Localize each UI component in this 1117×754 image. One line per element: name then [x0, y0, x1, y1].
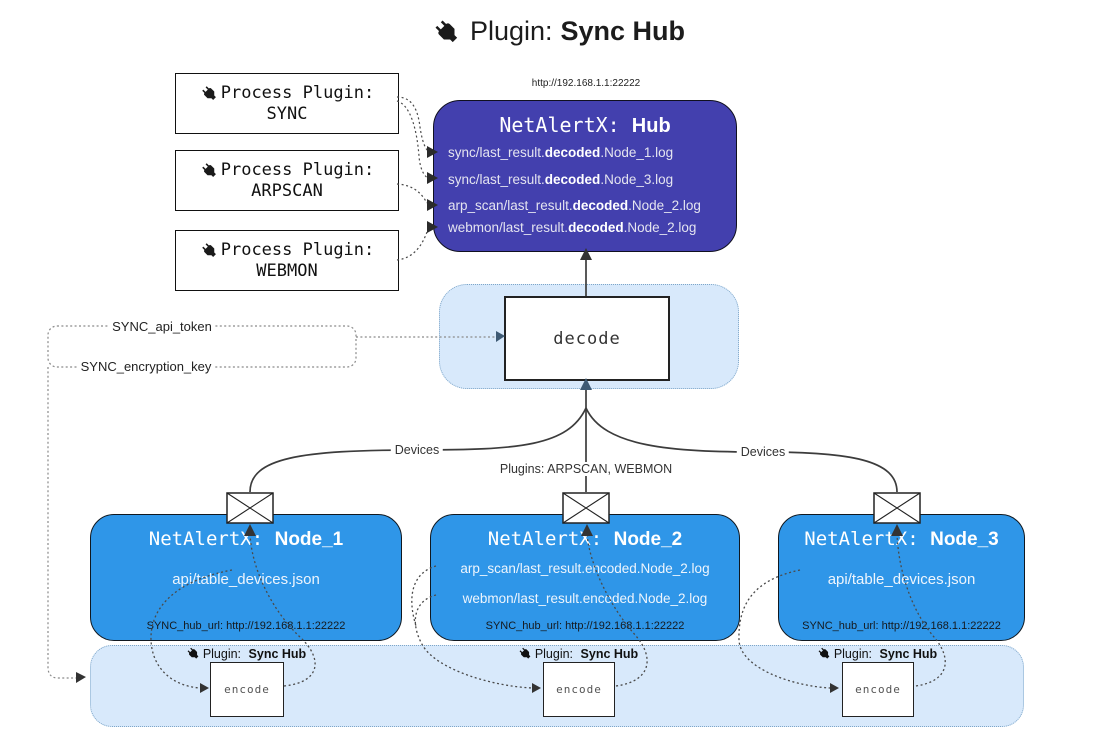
title-name: Sync Hub	[560, 16, 686, 46]
hub-log-line: arp_scan/last_result.decoded.Node_2.log	[448, 198, 701, 213]
hub-title: NetAlertX: Hub	[434, 113, 736, 138]
hub-log-line: sync/last_result.decoded.Node_3.log	[448, 172, 674, 187]
node-title: NetAlertX: Node_2	[487, 528, 683, 550]
encode-box-1: encode	[210, 662, 284, 717]
page-title: Plugin: Sync Hub	[0, 16, 1117, 47]
process-plugin-webmon: Process Plugin: WEBMON	[175, 230, 399, 291]
decode-box: decode	[504, 296, 670, 381]
plug-icon	[818, 647, 830, 659]
arrowhead	[76, 672, 86, 683]
hub-log-line: sync/last_result.decoded.Node_1.log	[448, 145, 674, 160]
process-plugin-label: Process Plugin:	[220, 240, 375, 260]
node-file: webmon/last_result.encoded.Node_2.log	[462, 591, 708, 606]
edge-label-devices-right: Devices	[736, 445, 790, 459]
plug-icon	[201, 162, 216, 177]
node-file: api/table_devices.json	[827, 571, 976, 588]
plug-icon	[435, 20, 458, 42]
node-file: api/table_devices.json	[172, 571, 320, 588]
node-title: NetAlertX: Node_1	[148, 528, 344, 550]
node-hub-url: SYNC_hub_url: http://192.168.1.1:22222	[146, 620, 346, 632]
encoder-plugin-label: Plugin: Sync Hub	[817, 646, 937, 661]
hub-name: Hub	[631, 115, 671, 137]
plug-icon	[201, 85, 216, 100]
hub-app-name: NetAlertX:	[499, 113, 620, 137]
process-plugin-sync: Process Plugin: SYNC	[175, 73, 399, 134]
encode-box-3: encode	[842, 662, 914, 717]
node-2-box: NetAlertX: Node_2 arp_scan/last_result.e…	[430, 514, 740, 641]
node-file: arp_scan/last_result.encoded.Node_2.log	[460, 561, 710, 576]
process-plugin-name: WEBMON	[256, 261, 318, 281]
title-prefix: Plugin:	[469, 16, 553, 46]
node-hub-url: SYNC_hub_url: http://192.168.1.1:22222	[485, 620, 685, 632]
edge-label-plugins: Plugins: ARPSCAN, WEBMON	[495, 462, 677, 476]
node-hub-url: SYNC_hub_url: http://192.168.1.1:22222	[802, 620, 1001, 632]
plug-icon	[519, 647, 531, 659]
config-api-token-label: SYNC_api_token	[109, 319, 215, 334]
plug-icon	[201, 242, 216, 257]
decode-label: decode	[553, 328, 621, 349]
hub-box: NetAlertX: Hub sync/last_result.decoded.…	[433, 100, 737, 252]
hub-log-line: webmon/last_result.decoded.Node_2.log	[448, 220, 697, 235]
plugin-feed-wires	[396, 96, 429, 261]
process-plugin-label: Process Plugin:	[220, 83, 375, 103]
node-3-box: NetAlertX: Node_3 api/table_devices.json…	[778, 514, 1025, 641]
process-plugin-label: Process Plugin:	[220, 160, 375, 180]
encoder-plugin-label: Plugin: Sync Hub	[186, 646, 306, 661]
node-1-box: NetAlertX: Node_1 api/table_devices.json…	[90, 514, 402, 641]
plug-icon	[187, 647, 199, 659]
process-plugin-arpscan: Process Plugin: ARPSCAN	[175, 150, 399, 211]
process-plugin-name: ARPSCAN	[251, 181, 323, 201]
hub-url-label: http://192.168.1.1:22222	[531, 78, 641, 89]
process-plugin-name: SYNC	[266, 104, 308, 124]
encoder-plugin-label: Plugin: Sync Hub	[518, 646, 638, 661]
encode-box-2: encode	[543, 662, 615, 717]
config-encryption-key-label: SYNC_encryption_key	[77, 359, 215, 374]
edge-label-devices-left: Devices	[390, 443, 444, 457]
node-title: NetAlertX: Node_3	[804, 528, 999, 550]
